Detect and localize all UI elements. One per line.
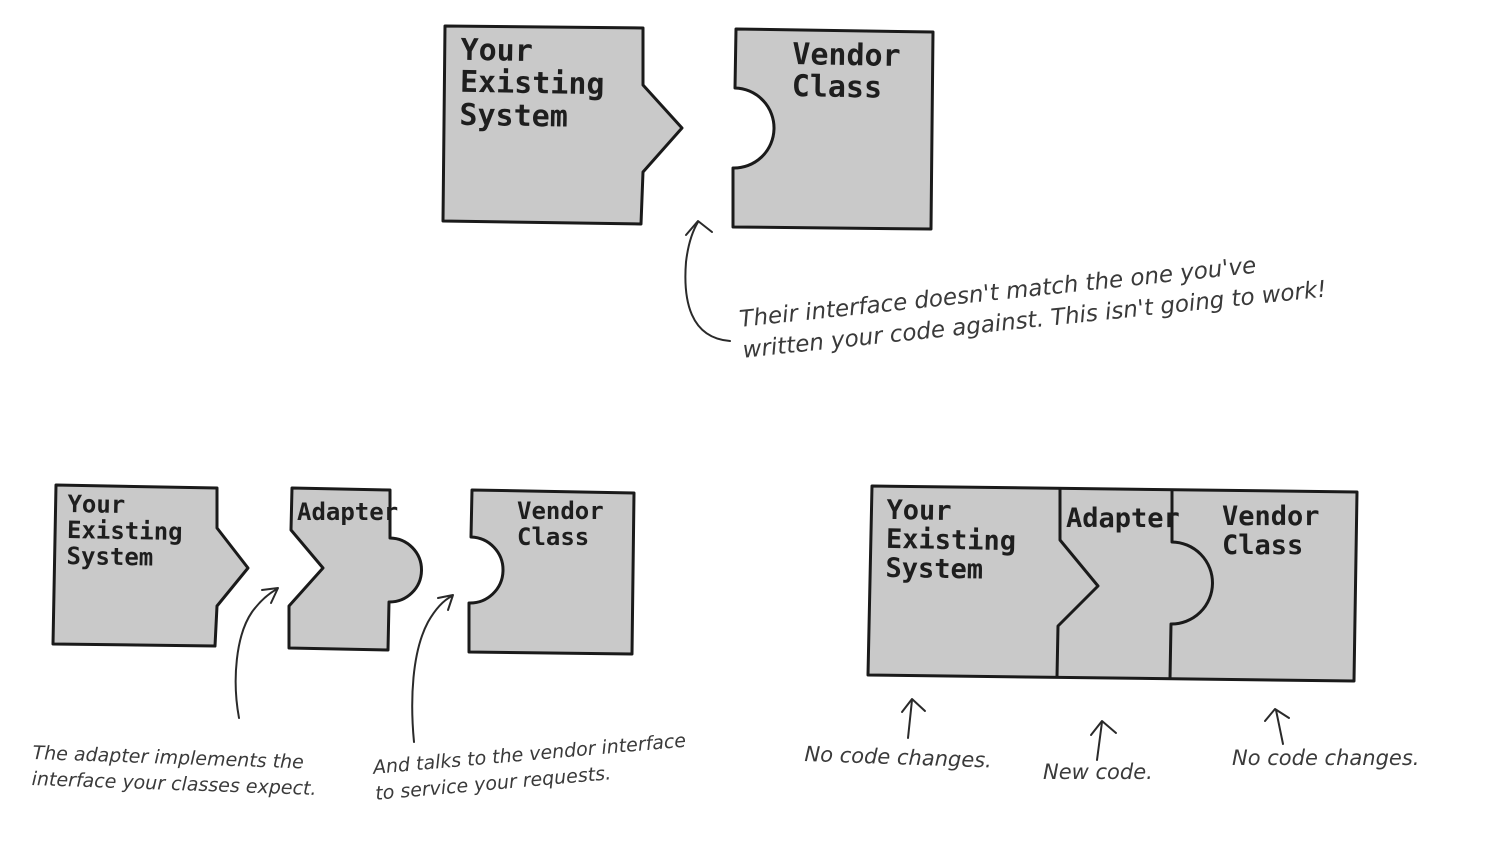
bl-adapter-arrow bbox=[234, 588, 278, 719]
br-adapter-arrow bbox=[1096, 721, 1103, 761]
br-vendor-class-label: Vendor Class bbox=[1222, 501, 1320, 562]
bl-adapter-block bbox=[287, 486, 423, 652]
bl-vendor-arrowhead bbox=[437, 594, 454, 611]
top-mismatch-arrowhead bbox=[685, 220, 713, 236]
br-existing-arrow bbox=[907, 699, 913, 739]
top-vendor-class-label: Vendor Class bbox=[791, 37, 901, 107]
top-vendor-class-block bbox=[731, 27, 935, 231]
top-existing-system-label: Your Existing System bbox=[459, 32, 605, 135]
bl-existing-system-block bbox=[51, 483, 250, 648]
br-vendor-note: No code changes. bbox=[1232, 746, 1420, 770]
br-vendor-arrowhead bbox=[1264, 708, 1290, 722]
br-adapter-arrowhead bbox=[1090, 720, 1117, 736]
br-adapter-note: New code. bbox=[1043, 760, 1153, 784]
bl-vendor-class-block bbox=[467, 488, 636, 656]
br-adapter-label: Adapter bbox=[1066, 503, 1180, 534]
bl-existing-system-label: Your Existing System bbox=[66, 489, 183, 572]
br-adapter-right-seam bbox=[1168, 490, 1214, 680]
bl-adapter-note: The adapter implements the interface you… bbox=[31, 741, 317, 800]
bl-vendor-arrow bbox=[411, 595, 453, 743]
bl-adapter-label: Adapter bbox=[297, 498, 399, 526]
top-mismatch-arrow bbox=[684, 221, 731, 342]
br-vendor-arrow bbox=[1275, 709, 1284, 745]
bl-vendor-class-label: Vendor Class bbox=[517, 497, 604, 551]
br-adapter-left-seam bbox=[1055, 489, 1100, 678]
bl-adapter-arrowhead bbox=[261, 587, 279, 604]
br-existing-system-label: Your Existing System bbox=[885, 494, 1017, 586]
br-existing-arrowhead bbox=[901, 698, 926, 713]
br-combined-outline bbox=[866, 484, 1359, 683]
top-existing-system-block bbox=[441, 24, 684, 226]
